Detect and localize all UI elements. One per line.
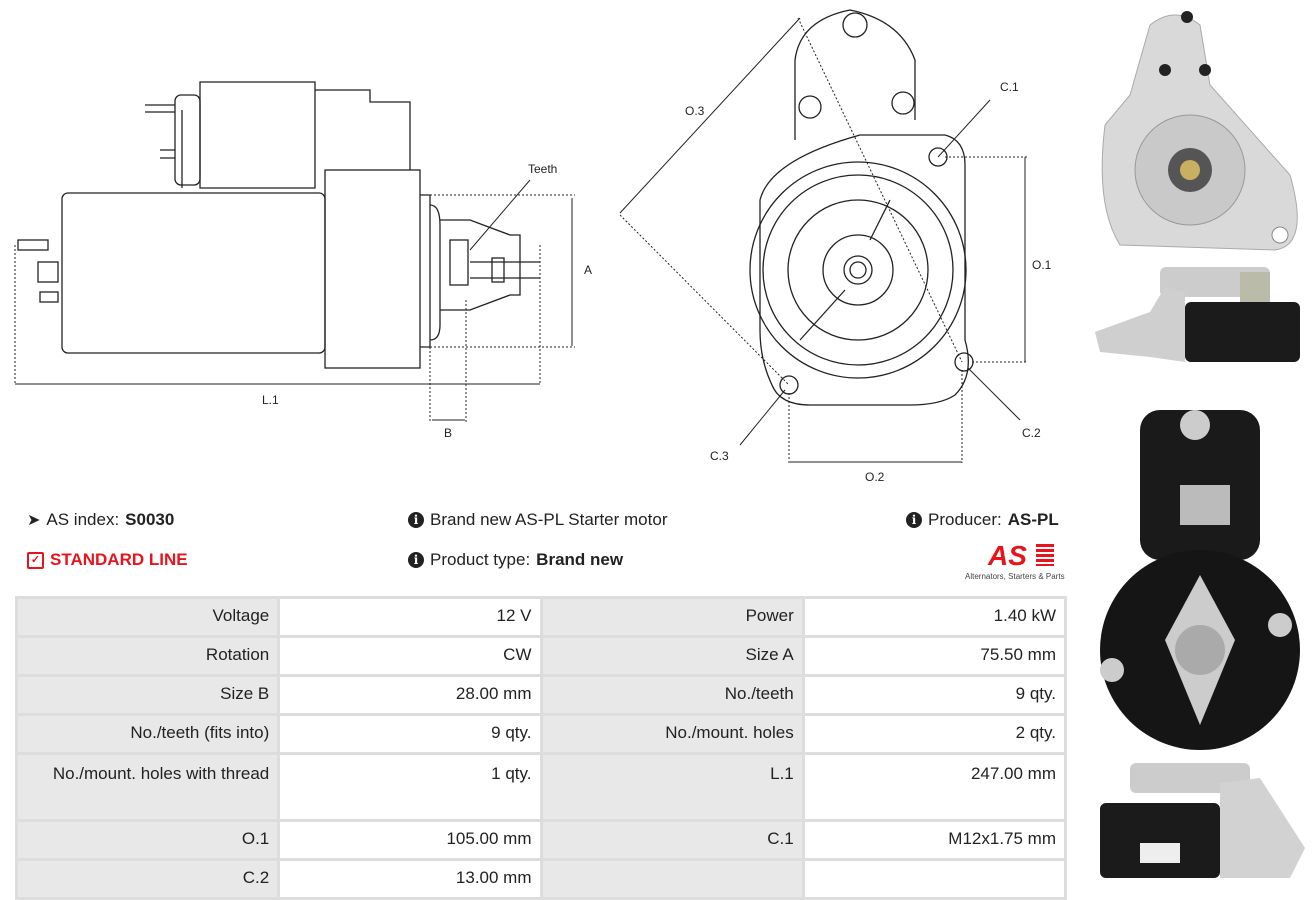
spec-label [542,861,802,897]
label-a: A [584,263,592,277]
spec-label: C.2 [18,861,278,897]
as-pl-logo: AS Alternators, Starters & Parts [965,540,1065,581]
spec-value: 2 qty. [804,716,1064,752]
check-square-icon: ✓ [27,551,44,569]
spec-label: L.1 [542,755,802,819]
spec-value: 247.00 mm [804,755,1064,819]
spec-label: Voltage [18,599,278,635]
spec-value: 28.00 mm [280,677,540,713]
info-circle-icon: i [906,512,922,528]
spec-value: CW [280,638,540,674]
spec-value: M12x1.75 mm [804,822,1064,858]
spec-label: Size A [542,638,802,674]
product-photo-rear [1100,410,1300,750]
side-view-drawing: Teeth A L.1 B [14,81,592,440]
as-index-value: S0030 [125,510,175,529]
label-o1: O.1 [1032,258,1052,272]
front-view-drawing: O.3 C.1 O.1 C.2 C.3 O.2 [619,9,1052,484]
spec-label: No./mount. holes [542,716,802,752]
product-photo-box-side [1100,763,1305,878]
producer: i Producer: AS-PL [906,510,1059,530]
label-o2: O.2 [865,470,885,484]
info-circle-icon: i [408,512,424,528]
spec-label: Rotation [18,638,278,674]
product-photo-side [1095,267,1300,362]
spec-value: 9 qty. [280,716,540,752]
spec-value [804,861,1064,897]
tags-icon: ➤ [27,512,41,529]
label-c2: C.2 [1022,426,1041,440]
spec-value: 13.00 mm [280,861,540,897]
label-c3: C.3 [710,449,729,463]
as-index: ➤ AS index: S0030 [27,510,174,530]
spec-label: Size B [18,677,278,713]
spec-label: No./teeth (fits into) [18,716,278,752]
product-photo-front [1101,11,1298,251]
spec-label: No./mount. holes with thread [18,755,278,819]
spec-label: C.1 [542,822,802,858]
product-type: i Product type: Brand new [408,550,623,570]
spec-value: 12 V [280,599,540,635]
label-l1: L.1 [262,393,279,407]
spec-value: 75.50 mm [804,638,1064,674]
spec-label: Power [542,599,802,635]
info-circle-icon: i [408,552,424,568]
spec-value: 105.00 mm [280,822,540,858]
spec-label: No./teeth [542,677,802,713]
spec-value: 1 qty. [280,755,540,819]
label-o3: O.3 [685,104,705,118]
spec-label: O.1 [18,822,278,858]
description: i Brand new AS-PL Starter motor [408,510,667,530]
spec-value: 1.40 kW [804,599,1064,635]
spec-row: No./teeth (fits into)9 qty.No./mount. ho… [18,716,1064,752]
standard-line-badge: ✓ STANDARD LINE [27,550,188,570]
as-index-label: AS index: [46,510,120,529]
spec-value: 9 qty. [804,677,1064,713]
label-b: B [444,426,452,440]
label-teeth: Teeth [528,162,557,176]
label-c1: C.1 [1000,80,1019,94]
